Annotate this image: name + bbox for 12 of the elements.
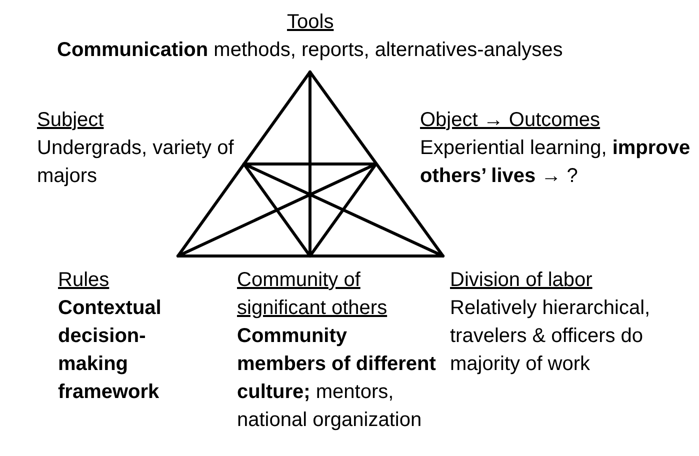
section-heading: Object → Outcomes xyxy=(420,108,602,133)
description-text: Communication methods, reports, alternatives-analyses xyxy=(57,38,563,63)
section-heading: Community of significant others xyxy=(237,268,388,321)
section-heading: Rules xyxy=(58,268,110,293)
description-text: Contextual decision-making framework xyxy=(58,296,162,405)
description-text: Relatively hierarchical, travelers & officers do majority of work xyxy=(450,296,652,377)
description-text: Experiential learning, improve others’ lives → ? xyxy=(420,136,692,189)
section-heading: Subject xyxy=(37,108,105,133)
section-heading: Division of labor xyxy=(450,268,594,293)
description-text: Undergrads, variety of majors xyxy=(37,136,235,189)
section-heading: Tools xyxy=(287,10,334,35)
description-text: Community members of different culture; mentors, national organization xyxy=(237,324,437,433)
